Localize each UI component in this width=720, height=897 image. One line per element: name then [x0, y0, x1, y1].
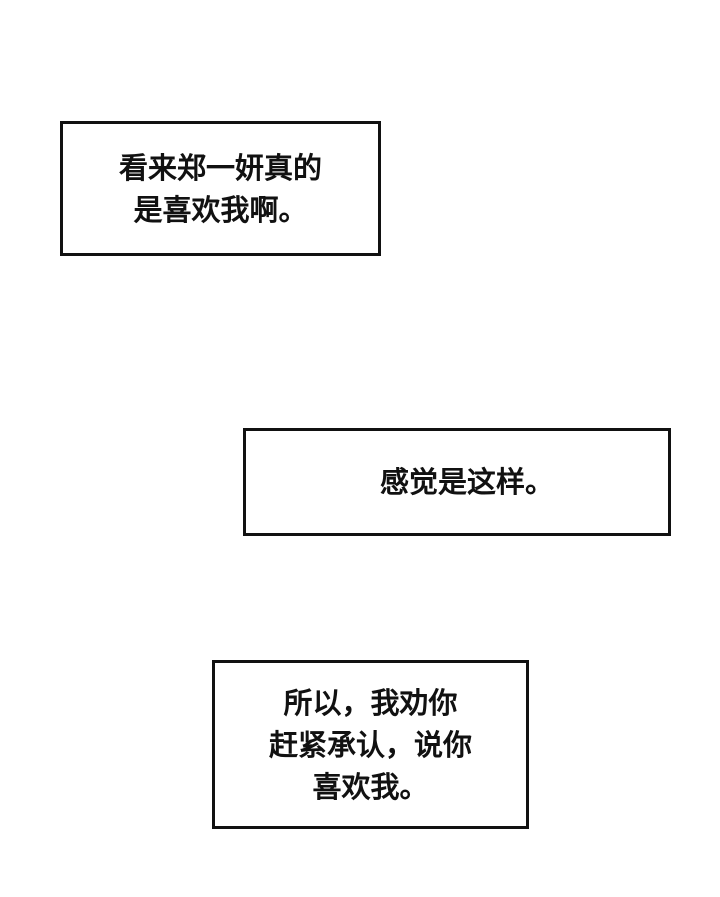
caption-line: 是喜欢我啊。 [133, 192, 308, 227]
caption-text-3: 所以，我劝你 赶紧承认，说你 喜欢我。 [269, 682, 472, 808]
caption-text-1: 看来郑一妍真的 是喜欢我啊。 [119, 147, 322, 231]
caption-box-1: 看来郑一妍真的 是喜欢我啊。 [60, 121, 381, 256]
caption-line: 感觉是这样。 [379, 465, 554, 499]
caption-line: 所以，我劝你 [283, 685, 458, 720]
caption-line: 看来郑一妍真的 [118, 150, 322, 185]
caption-text-2: 感觉是这样。 [380, 461, 554, 503]
caption-box-2: 感觉是这样。 [243, 428, 671, 536]
caption-line: 喜欢我。 [312, 769, 429, 804]
caption-line: 赶紧承认，说你 [268, 727, 472, 762]
caption-box-3: 所以，我劝你 赶紧承认，说你 喜欢我。 [212, 660, 529, 829]
